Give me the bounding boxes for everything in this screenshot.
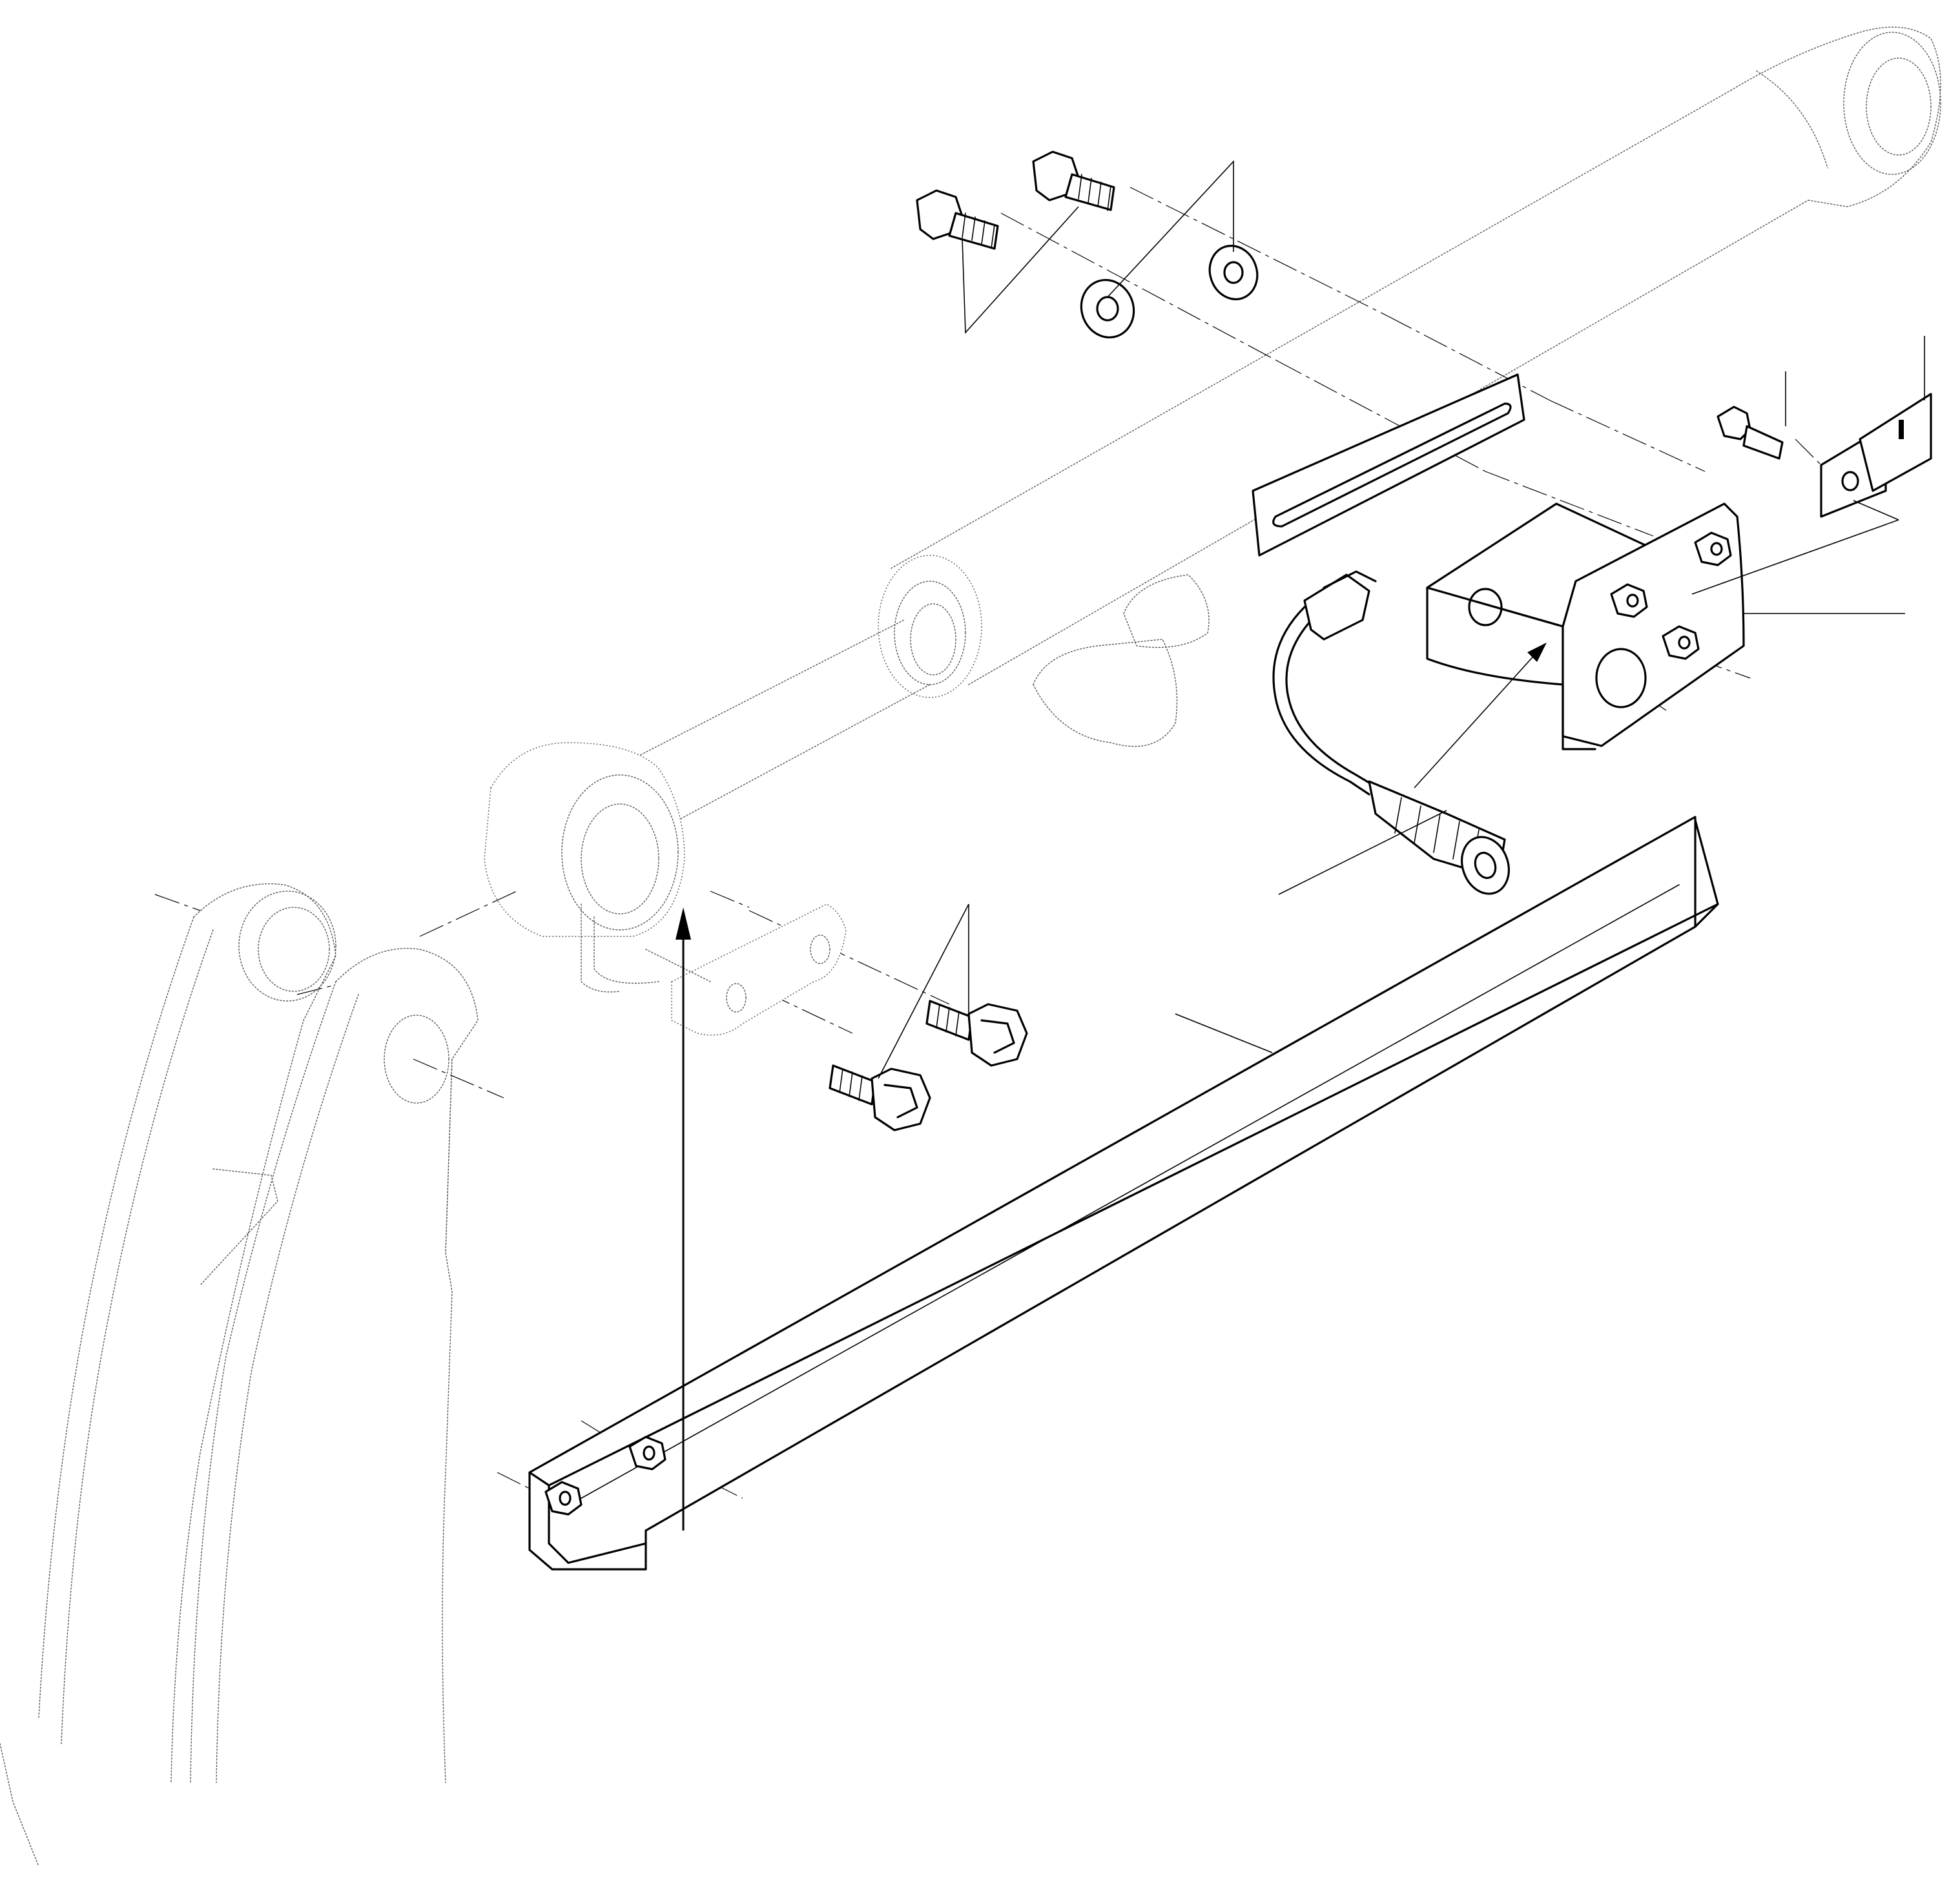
lower-bolt-upper (925, 1000, 1028, 1067)
boom-arm-outline (0, 883, 479, 1867)
callout-leaders (878, 160, 1925, 1079)
assembly-arrow-sensor (1414, 643, 1547, 789)
upper-bolt-right (1032, 150, 1115, 211)
assembly-arrow-vertical (676, 907, 691, 1531)
upper-bolt-left (916, 189, 999, 250)
slotted-mounting-plate (1252, 373, 1525, 557)
proximity-sensor (1272, 570, 1510, 895)
small-bolt-right (1717, 406, 1784, 460)
washer-left (1080, 278, 1135, 339)
lower-bolt-lower (829, 1064, 931, 1131)
lower-bracket (645, 903, 847, 1036)
washer-right (1208, 245, 1259, 300)
cable-clip (1820, 393, 1932, 518)
hydraulic-cylinder-outline (484, 26, 1941, 993)
sensor-bracket (1426, 502, 1745, 750)
angle-bar (528, 816, 1719, 1571)
